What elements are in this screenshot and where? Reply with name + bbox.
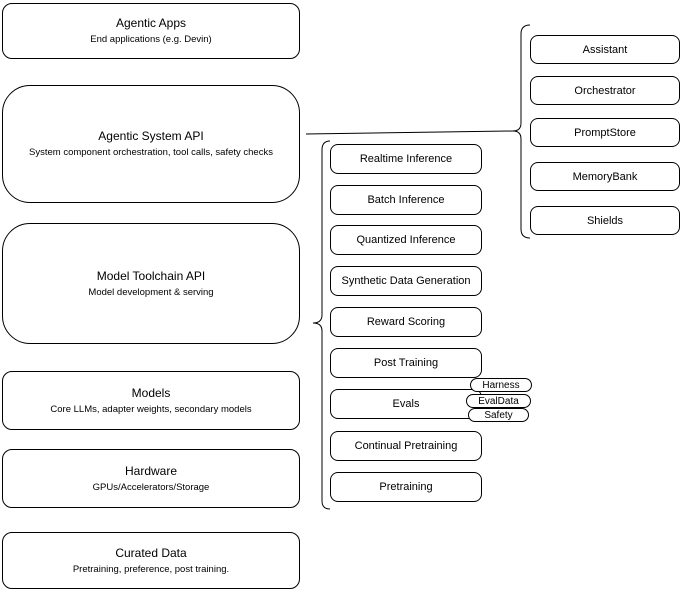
- brace-system-group: [512, 24, 531, 239]
- box-title: Hardware: [124, 463, 178, 478]
- box-subtitle: End applications (e.g. Devin): [90, 34, 212, 45]
- box-title: Curated Data: [115, 545, 187, 560]
- box-evals: Evals: [330, 389, 482, 419]
- box-pretraining: Pretraining: [330, 472, 482, 502]
- box-model-toolchain-api: Model Toolchain API Model development & …: [2, 223, 300, 344]
- evals-tag-harness: Harness: [470, 378, 532, 392]
- connector-line-system-api: [305, 130, 514, 135]
- box-post-training: Post Training: [330, 348, 482, 378]
- box-subtitle: System component orchestration, tool cal…: [29, 147, 273, 158]
- box-subtitle: Pretraining, preference, post training.: [72, 563, 230, 575]
- box-synthetic-data-generation: Synthetic Data Generation: [330, 266, 482, 296]
- box-orchestrator: Orchestrator: [530, 76, 680, 105]
- box-realtime-inference: Realtime Inference: [330, 144, 482, 174]
- box-quantized-inference: Quantized Inference: [330, 225, 482, 255]
- box-continual-pretraining: Continual Pretraining: [330, 431, 482, 461]
- box-shields: Shields: [530, 206, 680, 235]
- box-agentic-apps: Agentic Apps End applications (e.g. Devi…: [2, 3, 300, 59]
- box-batch-inference: Batch Inference: [330, 185, 482, 215]
- box-title: Models: [131, 385, 171, 400]
- box-promptstore: PromptStore: [530, 118, 680, 147]
- box-title: Agentic System API: [98, 129, 204, 143]
- box-title: Model Toolchain API: [96, 268, 206, 283]
- box-models: Models Core LLMs, adapter weights, secon…: [2, 371, 300, 430]
- box-reward-scoring: Reward Scoring: [330, 307, 482, 337]
- box-assistant: Assistant: [530, 35, 680, 64]
- box-title: Agentic Apps: [115, 16, 187, 30]
- box-memorybank: MemoryBank: [530, 162, 680, 191]
- box-curated-data: Curated Data Pretraining, preference, po…: [2, 532, 300, 589]
- box-subtitle: Model development & serving: [88, 286, 214, 298]
- box-agentic-system-api: Agentic System API System component orch…: [2, 85, 300, 203]
- evals-tag-evaldata: EvalData: [466, 394, 531, 408]
- evals-tag-safety: Safety: [468, 408, 529, 422]
- box-subtitle: GPUs/Accelerators/Storage: [92, 481, 210, 493]
- box-hardware: Hardware GPUs/Accelerators/Storage: [2, 449, 300, 508]
- brace-toolchain-group: [312, 140, 331, 510]
- box-subtitle: Core LLMs, adapter weights, secondary mo…: [50, 403, 252, 415]
